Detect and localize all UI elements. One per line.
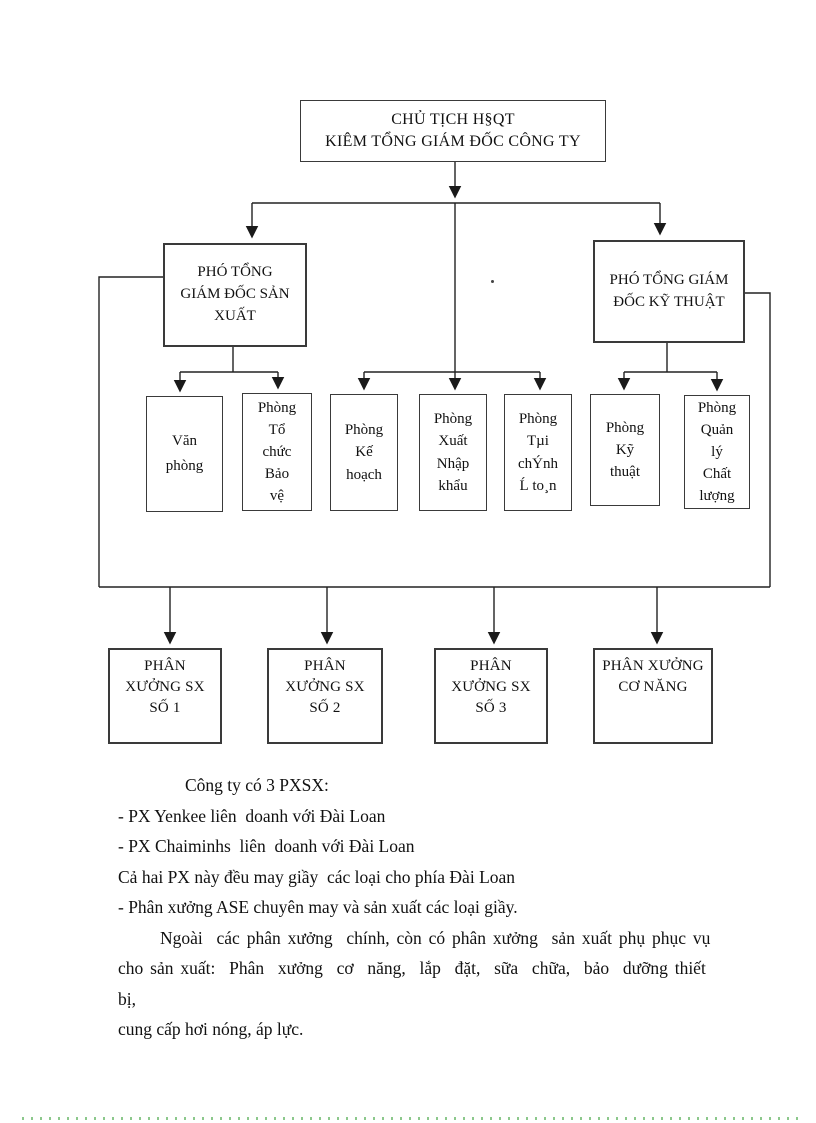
org-box-vp-production-label: PHÓ TỔNG GIÁM ĐỐC SẢN XUẤT	[180, 264, 290, 324]
body-line: cung cấp hơi nóng, áp lực.	[118, 1019, 304, 1039]
org-box-dept-quan-ly-chat-luong: Phòng Quản lý Chất lượng	[684, 395, 750, 509]
org-box-workshop-sx-2: PHÂN XƯỞNG SX SỐ 2	[267, 648, 383, 744]
body-line: cho sản xuất: Phân xưởng cơ năng, lắp đặ…	[118, 958, 720, 1009]
dept-label: Phòng Kỹ thuật	[605, 419, 645, 481]
org-box-dept-ke-hoach: Phòng Kế hoạch	[330, 394, 398, 511]
workshop-label: PHÂN XƯỞNG SX SỐ 2	[285, 658, 365, 716]
org-box-workshop-co-nang: PHÂN XƯỞNG CƠ NĂNG	[593, 648, 713, 744]
org-box-workshop-sx-1: PHÂN XƯỞNG SX SỐ 1	[108, 648, 222, 744]
workshop-label: PHÂN XƯỞNG SX SỐ 3	[451, 658, 531, 716]
org-chart-connector-lines	[98, 162, 771, 645]
dept-label: Phòng Kế hoạch	[344, 422, 384, 483]
org-box-vp-production: PHÓ TỔNG GIÁM ĐỐC SẢN XUẤT	[163, 243, 307, 347]
org-box-dept-ky-thuat: Phòng Kỹ thuật	[590, 394, 660, 506]
dept-label: Phòng Quản lý Chất lượng	[697, 399, 737, 505]
body-line: Công ty có 3 PXSX:	[185, 775, 329, 795]
connector-group	[98, 162, 771, 645]
page-bottom-dotted-line	[22, 1117, 802, 1120]
org-box-dept-to-chuc-bao-ve: Phòng Tổ chức Bảo vệ	[242, 393, 312, 511]
stray-ink-dot	[491, 280, 494, 283]
org-box-chairman: CHỦ TỊCH H§QT KIÊM TỔNG GIÁM ĐỐC CÔNG TY	[300, 100, 606, 162]
org-box-vp-technical: PHÓ TỔNG GIÁM ĐỐC KỸ THUẬT	[593, 240, 745, 343]
body-line: - PX Yenkee liên doanh với Đài Loan	[118, 805, 386, 826]
body-text: Công ty có 3 PXSX: - PX Yenkee liên doan…	[118, 770, 718, 1045]
dept-label: Phòng Tổ chức Bảo vệ	[257, 399, 297, 505]
org-box-vp-technical-label: PHÓ TỔNG GIÁM ĐỐC KỸ THUẬT	[609, 271, 729, 310]
body-line: Cả hai PX này đều may giầy các loại cho …	[118, 866, 516, 887]
workshop-label: PHÂN XƯỞNG SX SỐ 1	[125, 658, 205, 716]
org-box-dept-van-phong: Văn phòng	[146, 396, 223, 512]
body-line: - PX Chaiminhs liên doanh với Đài Loan	[118, 836, 415, 856]
dept-label: Phòng Xuất Nhập khẩu	[433, 411, 473, 494]
body-line: Ngoài các phân xưởng chính, còn có phân …	[160, 927, 711, 948]
dept-label: Phòng Tµi chÝnh Ĺ to¸n	[518, 411, 558, 494]
org-box-dept-xuat-nhap-khau: Phòng Xuất Nhập khẩu	[419, 394, 487, 511]
body-line: - Phân xưởng ASE chuyên may và sản xuất …	[118, 897, 518, 917]
org-box-workshop-sx-3: PHÂN XƯỞNG SX SỐ 3	[434, 648, 548, 744]
org-box-dept-tai-chinh-ke-toan: Phòng Tµi chÝnh Ĺ to¸n	[504, 394, 572, 511]
org-box-chairman-label: CHỦ TỊCH H§QT KIÊM TỔNG GIÁM ĐỐC CÔNG TY	[325, 111, 581, 150]
dept-label: Văn phòng	[165, 432, 204, 475]
workshop-label: PHÂN XƯỞNG CƠ NĂNG	[602, 658, 704, 695]
